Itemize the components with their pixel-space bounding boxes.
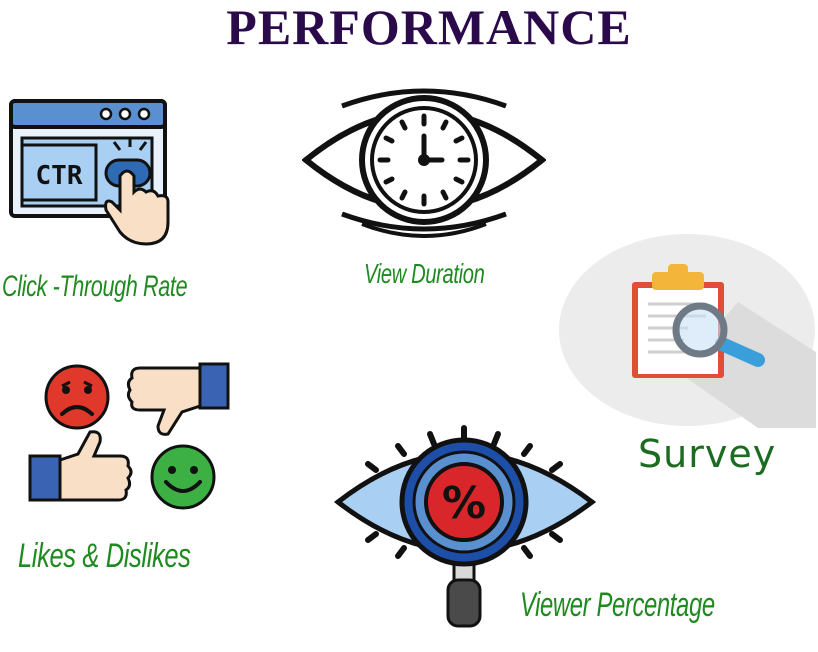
eye-clock-icon: [302, 88, 546, 238]
survey-clipboard-icon: [559, 234, 816, 428]
happy-face-icon: [150, 444, 216, 510]
label-click-through-rate: Click -Through Rate: [2, 270, 188, 303]
ctr-browser-icon: CTR: [9, 99, 170, 246]
percent-symbol: %: [442, 478, 486, 529]
thumbs-up-icon: [28, 430, 133, 502]
thumbs-down-icon: [126, 362, 230, 436]
eye-percentage-icon: %: [334, 425, 596, 628]
label-survey: Survey: [638, 432, 777, 476]
label-view-duration: View Duration: [364, 258, 485, 289]
label-likes-dislikes: Likes & Dislikes: [18, 537, 191, 575]
label-viewer-percentage: Viewer Percentage: [520, 586, 715, 624]
page-title: PERFORMANCE: [226, 0, 632, 55]
sad-face-icon: [44, 364, 110, 430]
ctr-badge-text: CTR: [36, 161, 83, 191]
